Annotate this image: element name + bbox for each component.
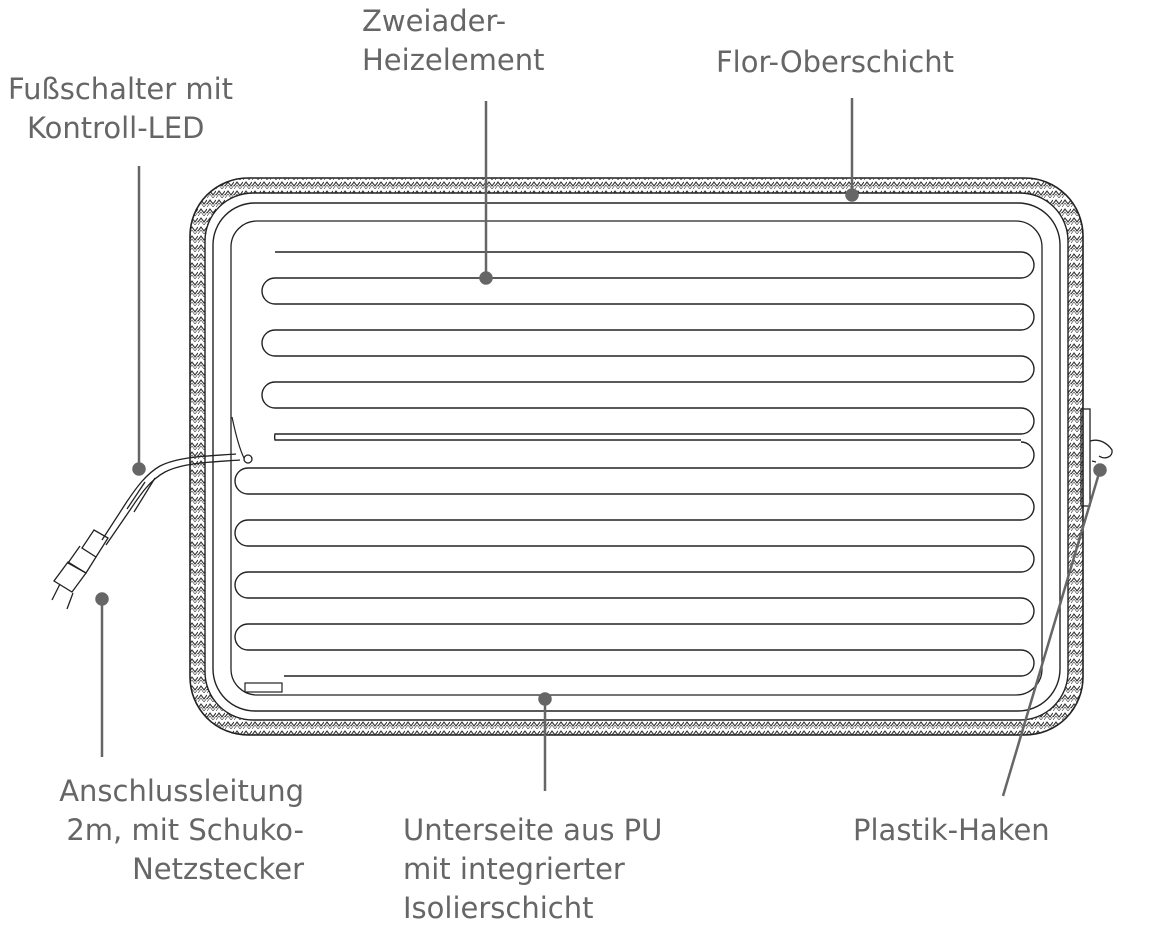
cable-with-plug xyxy=(51,453,241,610)
hook-label-line1: Plastik-Haken xyxy=(853,813,1050,847)
mat-pile-inner-edge xyxy=(204,192,1069,721)
underside-label: Unterseite aus PU mit integrierter Isoli… xyxy=(403,811,662,928)
cable-label-line1: Anschlussleitung xyxy=(59,774,304,808)
plastic-hook xyxy=(1080,408,1113,507)
heating-element-label-line2: Heizelement xyxy=(362,43,545,77)
top-layer-label-line1: Flor-Oberschicht xyxy=(716,45,955,79)
label-tag xyxy=(244,682,283,693)
inner-lead-wire xyxy=(231,416,245,459)
underside-label-line3: Isolierschicht xyxy=(403,891,594,925)
foot-switch-label-line2: Kontroll-LED xyxy=(27,111,205,145)
foot-switch-label: Fußschalter mit Kontroll-LED xyxy=(8,70,233,148)
top-layer-label: Flor-Oberschicht xyxy=(716,43,954,82)
mat-body xyxy=(212,202,1061,712)
pile-top-layer xyxy=(190,178,1083,735)
heating-element-label-line1: Zweiader- xyxy=(362,4,507,38)
heating-element-label: Zweiader- Heizelement xyxy=(362,2,545,80)
underside-label-line1: Unterseite aus PU xyxy=(403,813,663,847)
leader-lines xyxy=(95,98,1107,797)
heating-wire xyxy=(234,251,1035,677)
cable-label: Anschlussleitung 2m, mit Schuko- Netzste… xyxy=(59,772,304,889)
cable-label-line2: 2m, mit Schuko- xyxy=(66,813,304,847)
connection-point xyxy=(243,454,253,464)
heating-area-border xyxy=(230,220,1043,696)
cable-label-line3: Netzstecker xyxy=(132,852,304,886)
mat-outer-edge xyxy=(189,177,1084,736)
hook-label: Plastik-Haken xyxy=(853,811,1050,850)
underside-label-line2: mit integrierter xyxy=(403,852,625,886)
foot-switch-label-line1: Fußschalter mit xyxy=(8,72,234,106)
